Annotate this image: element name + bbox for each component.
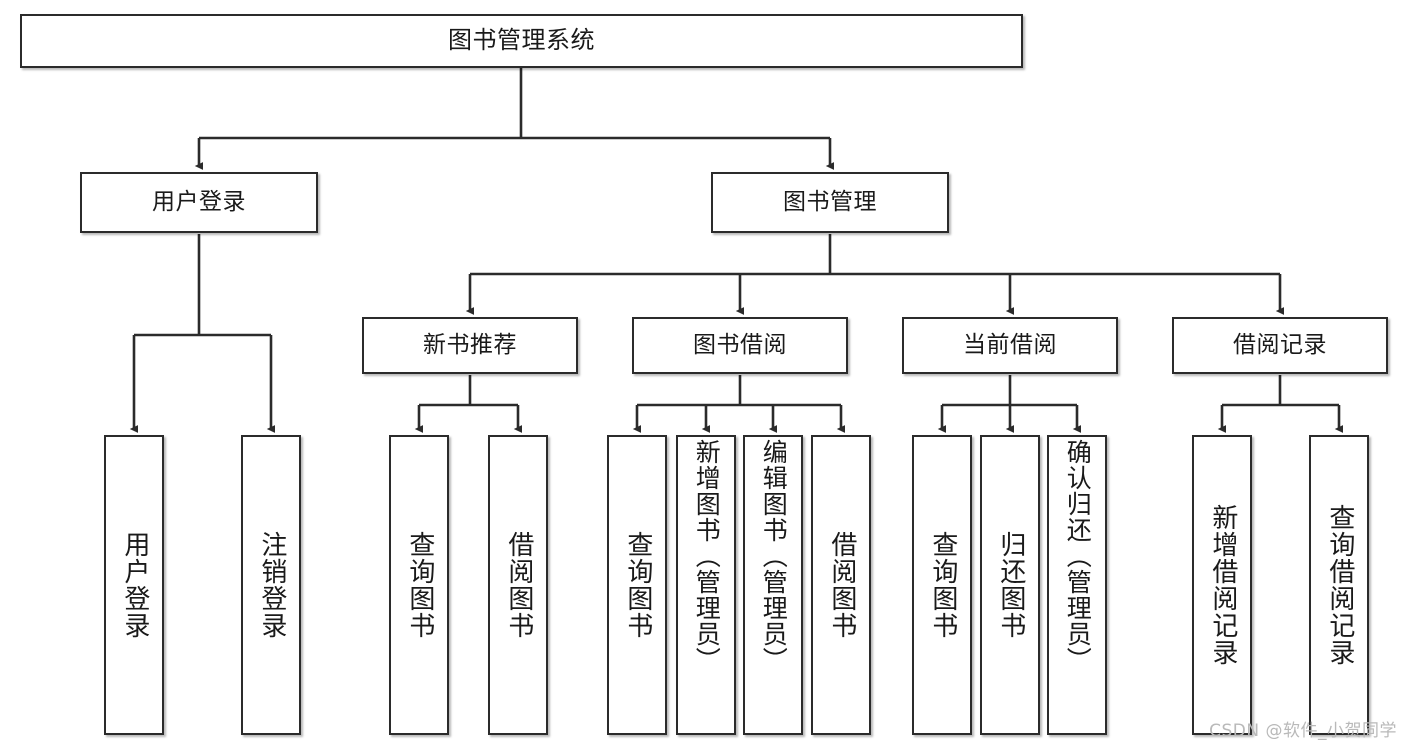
node-label: 借阅记录 xyxy=(1233,332,1327,359)
csdn-watermark: CSDN @软件_小贺同学 xyxy=(1209,721,1397,741)
leaf-add-borrow-record[interactable]: 新增借阅记录 xyxy=(1192,435,1252,735)
node-label: 图书管理系统 xyxy=(448,26,595,55)
node-label: 新增图书（管理员） xyxy=(692,439,722,673)
node-label: 新增借阅记录 xyxy=(1207,504,1238,666)
node-label: 查询借阅记录 xyxy=(1324,504,1355,666)
leaf-borrow-book-borrow[interactable]: 借阅图书 xyxy=(811,435,871,735)
leaf-user-login[interactable]: 用户登录 xyxy=(104,435,164,735)
leaf-query-book-borrow[interactable]: 查询图书 xyxy=(607,435,667,735)
node-label: 新书推荐 xyxy=(423,332,517,359)
node-new-book-recommendation[interactable]: 新书推荐 xyxy=(362,317,578,374)
leaf-query-book-recommend[interactable]: 查询图书 xyxy=(389,435,449,735)
node-current-borrow[interactable]: 当前借阅 xyxy=(902,317,1118,374)
node-label: 当前借阅 xyxy=(963,332,1057,359)
leaf-add-book-admin[interactable]: 新增图书（管理员） xyxy=(676,435,736,735)
node-label: 图书借阅 xyxy=(693,332,787,359)
node-label: 借阅图书 xyxy=(826,531,857,639)
node-label: 确认归还（管理员） xyxy=(1063,439,1093,673)
node-borrow-record[interactable]: 借阅记录 xyxy=(1172,317,1388,374)
node-user-login[interactable]: 用户登录 xyxy=(80,172,318,233)
node-book-management[interactable]: 图书管理 xyxy=(711,172,949,233)
node-root-system[interactable]: 图书管理系统 xyxy=(20,14,1023,68)
leaf-confirm-return-admin[interactable]: 确认归还（管理员） xyxy=(1047,435,1107,735)
node-label: 查询图书 xyxy=(622,531,653,639)
leaf-borrow-book-recommend[interactable]: 借阅图书 xyxy=(488,435,548,735)
node-label: 编辑图书（管理员） xyxy=(759,439,789,673)
leaf-query-book-current[interactable]: 查询图书 xyxy=(912,435,972,735)
node-label: 查询图书 xyxy=(404,531,435,639)
node-label: 注销登录 xyxy=(256,531,287,639)
leaf-edit-book-admin[interactable]: 编辑图书（管理员） xyxy=(743,435,803,735)
node-label: 用户登录 xyxy=(152,189,246,216)
node-label: 图书管理 xyxy=(783,189,877,216)
node-book-borrow[interactable]: 图书借阅 xyxy=(632,317,848,374)
node-label: 用户登录 xyxy=(119,531,150,639)
node-label: 查询图书 xyxy=(927,531,958,639)
node-label: 借阅图书 xyxy=(503,531,534,639)
leaf-return-book[interactable]: 归还图书 xyxy=(980,435,1040,735)
leaf-query-borrow-record[interactable]: 查询借阅记录 xyxy=(1309,435,1369,735)
leaf-logout[interactable]: 注销登录 xyxy=(241,435,301,735)
node-label: 归还图书 xyxy=(995,531,1026,639)
